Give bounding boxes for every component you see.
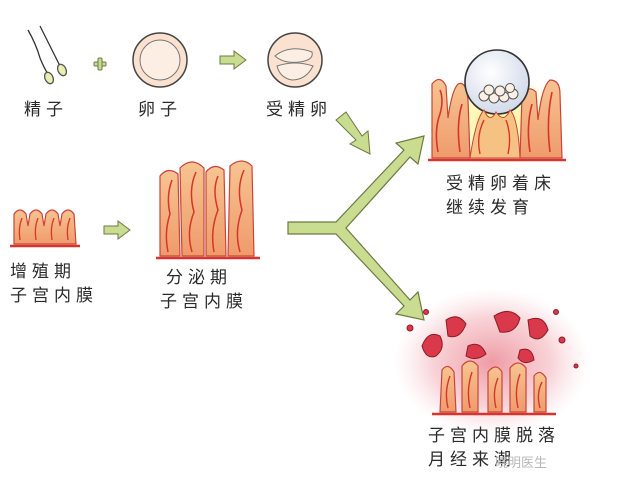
fertilized-egg-illustration [267,32,323,88]
implantation-illustration [427,49,567,168]
label-menstruation: 月经来潮 [428,450,516,470]
label-sperm: 精子 [24,100,68,120]
label-endometrium-shedding: 子宫内膜脱落 [428,426,560,446]
watermark: 晓明医生 [495,456,548,471]
label-proliferative-endometrium: 子宫内膜 [10,286,98,306]
sperm-illustration [27,25,68,85]
proliferative-endometrium-illustration [10,209,80,248]
shedding-endometrium-illustration [394,288,590,436]
arrow-right-icon [335,111,371,155]
secretory-endometrium-illustration [156,160,260,260]
label-egg: 卵子 [138,100,182,120]
label-secretory-endometrium: 子宫内膜 [160,292,248,312]
label-implantation: 受精卵着床 [446,174,556,194]
branch-arrow-icon [287,135,425,321]
label-secretory-phase: 分泌期 [166,268,232,288]
arrow-right-icon [103,220,131,240]
label-fertilized-egg: 受精卵 [266,100,332,120]
egg-illustration [132,32,188,88]
plus-icon [93,57,107,71]
arrow-right-icon [219,50,247,70]
label-proliferative-phase: 增殖期 [10,262,76,282]
label-continue-development: 继续发育 [446,198,534,218]
